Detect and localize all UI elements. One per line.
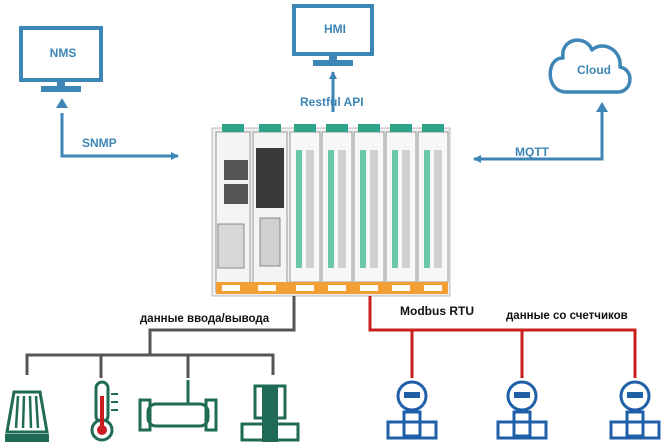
io-module-tabs	[294, 124, 444, 132]
flow-pipe-icon	[138, 380, 218, 432]
meter-2	[496, 380, 548, 440]
meter-icon	[386, 380, 661, 440]
meter-bus-lines	[368, 296, 637, 378]
snmp-label: SNMP	[82, 136, 117, 150]
thermometer-icon	[90, 380, 118, 442]
hmi-label: HMI	[324, 22, 346, 36]
meter-3	[609, 380, 661, 440]
io-data-label: данные ввода/вывода	[140, 313, 270, 325]
snmp-arrow-up	[56, 98, 68, 108]
mqtt-arrow-up	[596, 102, 608, 112]
io-modules	[289, 131, 449, 283]
meter-1	[386, 380, 438, 440]
hmi-monitor-icon	[292, 4, 374, 66]
nms-label: NMS	[49, 46, 77, 60]
controller-device	[211, 124, 451, 297]
valve-icon	[240, 384, 300, 442]
nms-monitor-icon	[19, 26, 103, 92]
sensor-icon	[5, 390, 49, 442]
modbus-rtu-label: Modbus RTU	[400, 304, 474, 318]
mqtt-label: MQTT	[515, 145, 549, 159]
cloud-label: Cloud	[577, 63, 611, 77]
restful-api-label: Restful API	[300, 95, 364, 109]
io-screw-columns	[306, 150, 442, 268]
io-terminal-strips	[296, 150, 430, 268]
mqtt-connector	[473, 104, 604, 163]
cloud-icon	[548, 38, 632, 94]
io-bus-lines	[25, 296, 296, 378]
meter-data-label: данные со счетчиков	[506, 310, 628, 322]
snmp-connector	[60, 113, 179, 160]
connector-arrows	[60, 71, 604, 163]
